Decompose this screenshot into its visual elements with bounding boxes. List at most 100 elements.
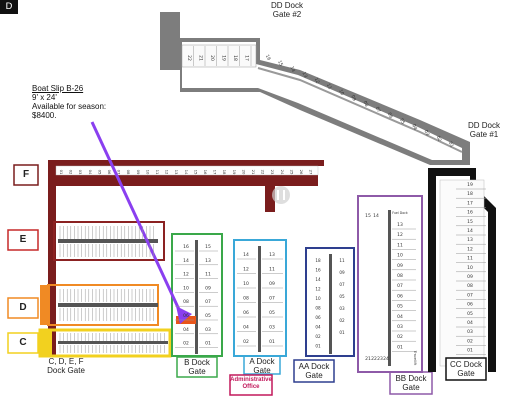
- bb-slip-number: 12: [397, 232, 403, 238]
- b-slip-number: 06: [183, 313, 189, 319]
- callout-arrowhead: [176, 306, 192, 324]
- slip-availability: Available for season:: [32, 102, 107, 111]
- a-slip-number: 03: [269, 325, 275, 331]
- bb-slip-number: 03: [397, 324, 403, 330]
- f-slip-number: 18: [222, 170, 227, 175]
- f-slip-number: 06: [107, 170, 112, 175]
- cc-slip-number: 01: [467, 348, 473, 354]
- admin-line1: Administrative: [230, 377, 272, 383]
- cc-slip-number: 15: [467, 219, 473, 225]
- aa-slip-number: 01: [339, 330, 345, 335]
- cc-slip-number: 19: [467, 182, 473, 188]
- cc-slip-number: 09: [467, 274, 473, 280]
- f-slip-number: 03: [78, 170, 83, 175]
- b-slip-number: 03: [205, 327, 211, 333]
- cc-slip-number: 06: [467, 302, 473, 308]
- a-slip-number: 09: [269, 281, 275, 287]
- cc-slip-number: 08: [467, 283, 473, 289]
- dd-gate2-line2: Gate #2: [272, 10, 302, 19]
- d-dock-walk: [58, 303, 158, 307]
- dd-gate1-line2: Gate #1: [469, 130, 499, 139]
- dd-diag-slip-number: 05: [398, 118, 406, 126]
- d-label-box: [7, 297, 39, 319]
- f-label-box: [13, 164, 39, 186]
- dd-top-slip-number: 20: [209, 55, 215, 61]
- bb-slip-number: 01: [397, 344, 403, 350]
- aa-slip-number: 09: [339, 270, 345, 275]
- fuel-dock-label: Fuel Dock: [392, 211, 408, 215]
- dd-top-slips: [181, 44, 257, 68]
- aa-slip-number: 06: [315, 315, 321, 320]
- b-slip-number: 02: [183, 341, 189, 347]
- admin-box: [229, 374, 273, 396]
- dd-diag-slip-number: 10: [337, 89, 345, 97]
- f-slip-number: 25: [289, 170, 294, 175]
- a-slip-number: 14: [243, 252, 249, 258]
- bb-slip-number: 07: [397, 283, 403, 289]
- cc-slip-number: 13: [467, 237, 473, 243]
- f-slip-number: 07: [117, 170, 122, 175]
- bb-dock-walk: [388, 210, 391, 366]
- aa-slip-number: 07: [339, 282, 345, 287]
- cc-gate-line2: Gate: [457, 369, 475, 378]
- a-gate-line2: Gate: [253, 366, 271, 375]
- cc-gate-line1: CC Dock: [449, 360, 482, 369]
- dd-dock-inner: [182, 42, 462, 160]
- bb-slip-number: 06: [397, 293, 403, 299]
- cc-dock: [428, 168, 496, 372]
- aa-slip-number: 01: [315, 344, 321, 349]
- aa-slip-number: 14: [315, 277, 321, 282]
- dd-diag-slip-number: 09: [349, 94, 357, 102]
- bb-gate-label: BB Dock Gate: [390, 374, 432, 392]
- dd-gate2-label: DD Dock Gate #2: [262, 1, 312, 19]
- cc-slip-number: 12: [467, 246, 473, 252]
- dd-gate1-line1: DD Dock: [467, 121, 500, 130]
- a-slip-number: 08: [243, 296, 249, 302]
- cc-slip-number: 11: [467, 256, 473, 262]
- dd-diag-slip-number: 01: [447, 141, 455, 149]
- f-slip-number: 24: [280, 170, 285, 175]
- dd-diag-slip-number: 02: [435, 135, 443, 143]
- slip-size: 9' x 24': [32, 93, 57, 102]
- aa-slip-number: 08: [315, 306, 321, 311]
- f-slip-number: 16: [203, 170, 208, 175]
- aa-dock-frame: [305, 247, 355, 357]
- b-slip-number: 09: [205, 285, 211, 291]
- bb-slip-number: 02: [397, 334, 403, 340]
- f-slip-number: 14: [184, 170, 189, 175]
- b-slip-number: 12: [183, 272, 189, 278]
- d-row-label: D: [19, 302, 27, 313]
- a-slip-number: 02: [243, 339, 249, 345]
- d-dock-band: [40, 285, 50, 325]
- bb-slip-number: 22: [371, 356, 377, 362]
- cc-gate-label: CC Dock Gate: [446, 360, 486, 378]
- b-dock-walk: [195, 240, 198, 354]
- f-slip-number: 13: [174, 170, 179, 175]
- dd-diag-slip-number: 14: [288, 65, 296, 73]
- slip-title: Boat Slip B-26: [32, 84, 84, 93]
- a-slip-number: 06: [243, 310, 249, 316]
- bb-slip-number: 13: [397, 222, 403, 228]
- map-marker-bars: [277, 190, 279, 200]
- f-slip-number: 26: [299, 170, 304, 175]
- a-slip-number: 05: [269, 310, 275, 316]
- b-slip-number: 10: [183, 285, 189, 291]
- dd-gate2-line1: DD Dock: [270, 1, 303, 10]
- b-slip-number: 07: [205, 299, 211, 305]
- b-slip-number: 15: [205, 244, 211, 250]
- aa-gate-label: AA Dock Gate: [294, 362, 334, 380]
- dd-diag-slip-number: 04: [410, 123, 418, 131]
- cc-slip-number: 16: [467, 210, 473, 216]
- aa-gate-line2: Gate: [305, 371, 323, 380]
- f-slip-number: 27: [309, 170, 314, 175]
- a-gate-line1: A Dock: [249, 357, 275, 366]
- cc-slip-number: 05: [467, 311, 473, 317]
- cdef-gate-line2: Dock Gate: [47, 366, 85, 375]
- b-slip-number: 04: [183, 327, 189, 333]
- f-slip-number: 20: [241, 170, 246, 175]
- c-dock-walk: [58, 341, 168, 344]
- a-slip-number: 11: [269, 267, 275, 273]
- a-gate-box: [243, 355, 281, 375]
- f-slip-number: 05: [97, 170, 102, 175]
